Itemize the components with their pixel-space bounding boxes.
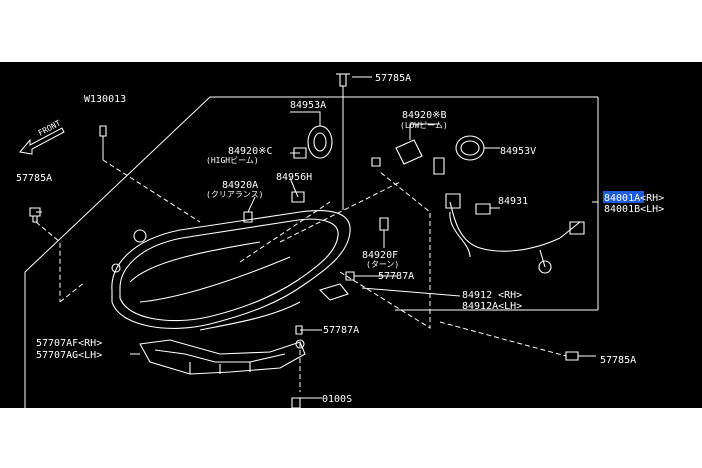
part-84920c[interactable]: 84920※C	[228, 146, 273, 157]
part-84001a[interactable]: 84001A<RH>	[604, 193, 664, 204]
part-57787a-low[interactable]: 57787A	[323, 325, 359, 336]
part-84920b[interactable]: 84920※B	[402, 110, 447, 121]
wiring-harness	[445, 193, 585, 274]
part-84001a-suffix: <RH>	[640, 193, 664, 204]
screw-icons	[29, 73, 579, 408]
lower-bracket	[139, 339, 306, 375]
part-84001a-code: 84001A	[604, 193, 640, 204]
assembly-frame	[24, 96, 599, 408]
parts-diagram: FRONT	[0, 62, 702, 408]
part-84912a-lh[interactable]: 84912A<LH>	[462, 301, 522, 312]
part-labels: 57785A W130013 84953A 84920※B (LOWビーム) 8…	[16, 73, 664, 405]
part-57707ag[interactable]: 57707AG<LH>	[36, 350, 102, 361]
part-84956h[interactable]: 84956H	[276, 172, 312, 183]
part-0100s[interactable]: 0100S	[322, 394, 352, 405]
part-84920f-sub: (ターン)	[366, 260, 399, 269]
part-84920f[interactable]: 84920F	[362, 250, 398, 261]
part-57787a-mid[interactable]: 57787A	[378, 271, 414, 282]
headlamp-housing	[111, 210, 351, 331]
part-84001b[interactable]: 84001B<LH>	[604, 204, 664, 215]
part-84912-rh[interactable]: 84912 <RH>	[462, 290, 522, 301]
part-84953a[interactable]: 84953A	[290, 100, 326, 111]
part-84920b-sub: (LOWビーム)	[400, 121, 448, 130]
part-w130013[interactable]: W130013	[84, 94, 126, 105]
part-57785a-right[interactable]: 57785A	[600, 355, 636, 366]
headlamp-exploded-view: FRONT	[16, 73, 664, 408]
part-84953v[interactable]: 84953V	[500, 146, 536, 157]
highlight-box	[603, 191, 644, 203]
leader-lines	[35, 76, 598, 399]
part-84931[interactable]: 84931	[498, 196, 528, 207]
part-84920a-sub: (クリアランス)	[206, 190, 263, 199]
part-84920a[interactable]: 84920A	[222, 180, 258, 191]
part-57785a-top[interactable]: 57785A	[375, 73, 411, 84]
part-84920c-sub: (HIGHビーム)	[206, 156, 259, 165]
part-57785a-left[interactable]: 57785A	[16, 173, 52, 184]
front-arrow-icon: FRONT	[19, 118, 65, 155]
part-57707af[interactable]: 57707AF<RH>	[36, 338, 102, 349]
